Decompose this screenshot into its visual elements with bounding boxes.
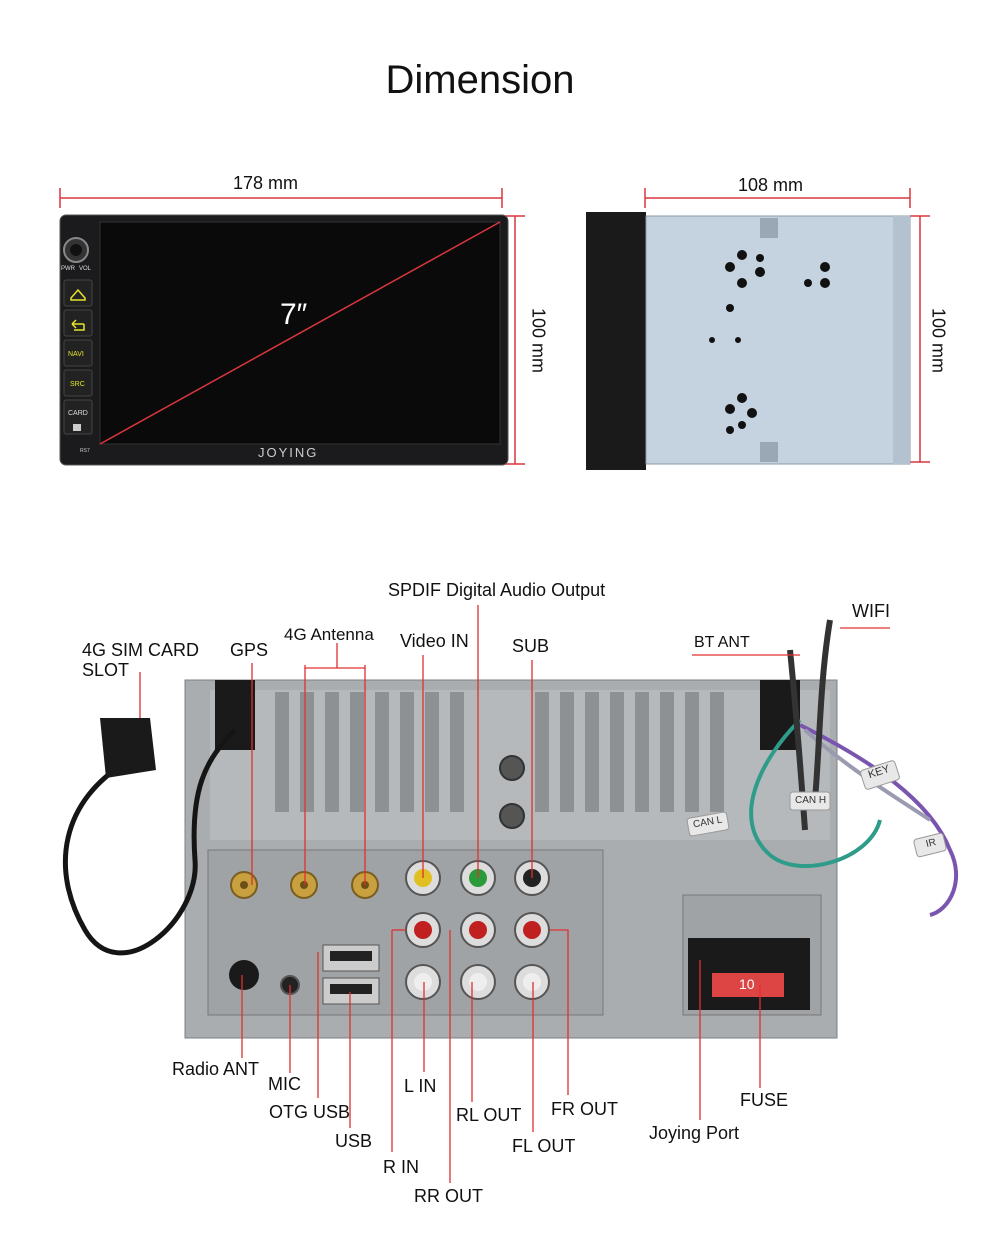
side-depth-label: 108 mm <box>738 175 804 195</box>
label-rl-out: RL OUT <box>456 1105 522 1125</box>
screen-diagonal <box>99 221 501 445</box>
label-otg-usb: OTG USB <box>269 1102 351 1122</box>
head-unit-front <box>59 214 509 466</box>
card-slot-label: CARD <box>68 410 88 417</box>
home-icon <box>70 288 86 301</box>
brand-logo-text: JOYING <box>258 445 319 460</box>
back-icon <box>71 319 85 331</box>
label-wifi: WIFI <box>852 601 890 621</box>
label-mic: MIC <box>268 1074 301 1094</box>
label-fuse: FUSE <box>740 1090 789 1110</box>
front-width-label: 178 mm <box>233 173 299 193</box>
rca-row-red <box>405 912 550 948</box>
label-l-in: L IN <box>404 1076 437 1096</box>
label-4g-sim-slot: SLOT <box>82 660 130 680</box>
label-rr-out: RR OUT <box>414 1186 483 1206</box>
model-label: RS7 <box>80 448 90 454</box>
leader-lines <box>139 605 890 1183</box>
pwr-label: PWR <box>61 266 75 272</box>
label-r-in: R IN <box>383 1157 419 1177</box>
label-fr-out: FR OUT <box>551 1099 618 1119</box>
front-width-dimension <box>59 188 503 208</box>
label-4g-sim-card: 4G SIM CARD <box>82 640 200 660</box>
label-joying-port: Joying Port <box>649 1123 740 1143</box>
label-fl-out: FL OUT <box>512 1136 576 1156</box>
vol-label: VOL <box>79 266 92 272</box>
dimension-drawings <box>59 188 930 470</box>
fuse <box>712 973 784 997</box>
label-radio-ant: Radio ANT <box>172 1059 260 1079</box>
page-title: Dimension <box>385 58 575 102</box>
front-height-dimension <box>505 215 525 465</box>
navi-button-label: NAVI <box>68 351 84 358</box>
screen-size-label: 7″ <box>280 298 308 331</box>
fuse-value: 10 <box>739 976 755 992</box>
rca-row-white <box>405 964 550 1000</box>
head-unit-side <box>586 212 911 470</box>
label-bt-ant: BT ANT <box>694 634 750 651</box>
label-usb: USB <box>335 1131 373 1151</box>
sim-card-adapter <box>100 718 156 778</box>
cable-tags <box>686 760 947 858</box>
side-height-dimension <box>910 215 930 463</box>
label-4g-antenna: 4G Antenna <box>284 625 374 644</box>
label-spdif: SPDIF Digital Audio Output <box>388 580 606 600</box>
label-sub: SUB <box>512 636 550 656</box>
side-depth-dimension <box>644 188 911 208</box>
sim-cable <box>63 728 237 956</box>
sd-card-icon <box>73 424 81 431</box>
src-button-label: SRC <box>70 381 85 388</box>
radio-ant-socket <box>229 960 259 990</box>
label-video-in: Video IN <box>400 631 469 651</box>
label-gps: GPS <box>230 640 269 660</box>
tag-can-h: CAN H <box>795 795 827 806</box>
